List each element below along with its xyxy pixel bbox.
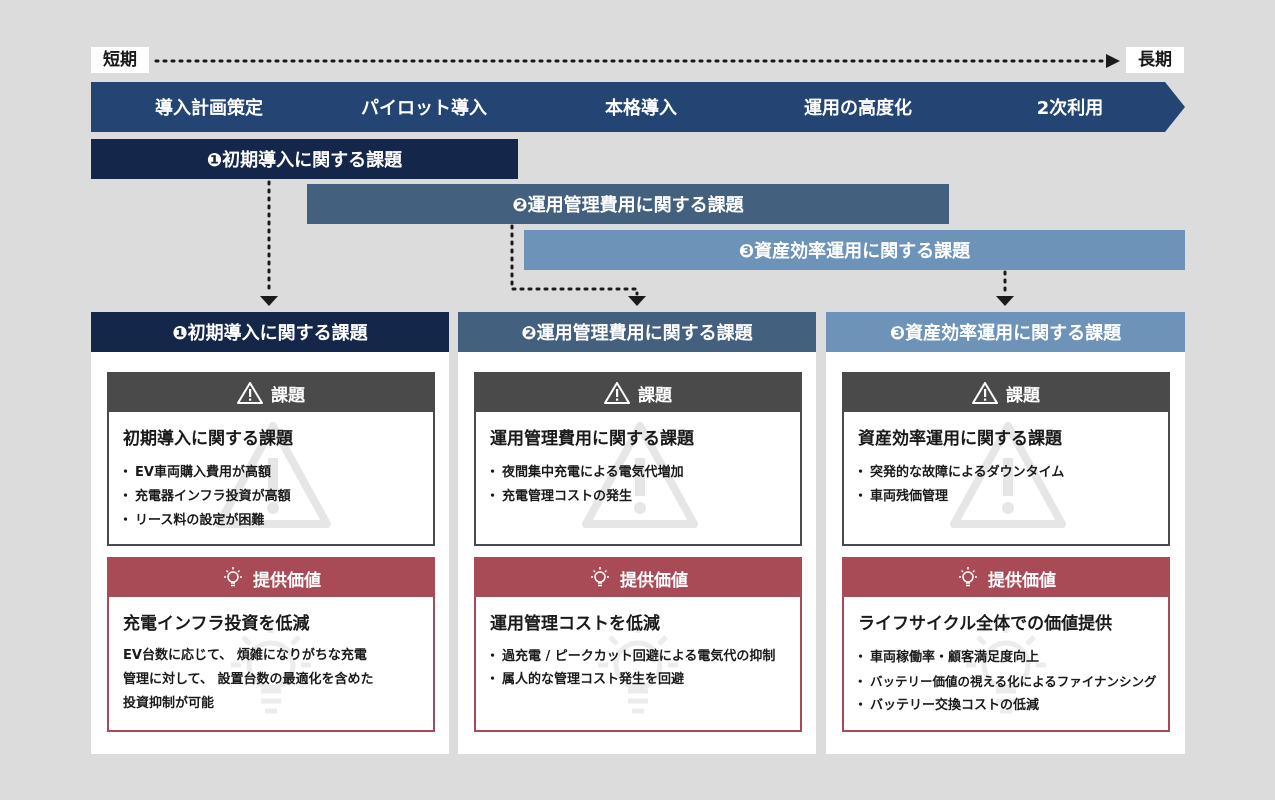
challenge-bar-3: ❸資産効率運用に関する課題 [524,230,1185,270]
value-description: EV台数に応じて、 煩雑になりがちな充電 管理に対して、 設置台数の最適化を含め… [123,644,419,716]
issue-title: 資産効率運用に関する課題 [858,429,1062,449]
value-text-line: 投資抑制が可能 [123,696,215,711]
issue-title: 運用管理費用に関する課題 [490,429,694,449]
column-3-issue-box: 課題 資産効率運用に関する課題 突発的な故障によるダウンタイム 車両残価管理 [842,372,1170,546]
lightbulb-icon [591,567,609,587]
lightbulb-icon [959,567,977,587]
list-item: 車両稼働率・顧客満足度向上 [854,646,1168,670]
phase-2: パイロット導入 [305,82,543,132]
timeline-end-label: 長期 [1126,47,1184,73]
issue-list: EV車両購入費用が高額 充電器インフラ投資が高額 リース料の設定が困難 [119,461,433,533]
value-header: 提供価値 [476,559,800,597]
list-item: バッテリー交換コストの低減 [854,694,1168,718]
lightbulb-icon [231,623,311,714]
value-title: 運用管理コストを低減 [490,614,660,634]
issue-label: 課題 [638,385,672,406]
issue-label: 課題 [1006,385,1040,406]
column-1-issue-box: 課題 初期導入に関する課題 EV車両購入費用が高額 充電器インフラ投資が高額 リ… [107,372,435,546]
issue-list: 突発的な故障によるダウンタイム 車両残価管理 [854,461,1168,509]
column-3-value-box: 提供価値 ライフサイクル全体での価値提供 車両稼働率・顧客満足度向上 バッテリー… [842,557,1170,732]
warning-icon [237,382,263,404]
value-label: 提供価値 [620,570,688,591]
value-list: 車両稼働率・顧客満足度向上 バッテリー価値の視える化によるファイナンシング バッ… [854,646,1168,718]
list-item: 充電管理コストの発生 [486,485,800,509]
value-header: 提供価値 [109,559,433,597]
list-item: EV車両購入費用が高額 [119,461,433,485]
value-text-line: 管理に対して、 設置台数の最適化を含めた [123,672,374,687]
value-label: 提供価値 [988,570,1056,591]
phase-2-label: パイロット導入 [361,98,487,119]
list-item: バッテリー価値の視える化によるファイナンシング [854,670,1168,694]
value-list: 過充電 / ピークカット回避による電気代の抑制 属人的な管理コスト発生を回避 [486,646,786,692]
phase-3-label: 本格導入 [605,98,677,119]
list-item: 属人的な管理コスト発生を回避 [486,668,786,692]
value-title: ライフサイクル全体での価値提供 [858,614,1113,634]
arrow-down-icon [996,270,1014,306]
issue-title: 初期導入に関する課題 [123,429,293,449]
issue-header: 課題 [844,374,1168,412]
warning-icon [604,382,630,404]
issue-label: 課題 [271,385,305,406]
phase-5: 2次利用 [955,82,1185,132]
value-header: 提供価値 [844,559,1168,597]
value-label: 提供価値 [253,570,321,591]
arrow-down-icon [510,224,646,306]
list-item: 過充電 / ピークカット回避による電気代の抑制 [486,646,786,668]
phase-1-label: 導入計画策定 [155,98,263,119]
arrow-down-icon [260,180,278,306]
challenge-bar-1: ❶初期導入に関する課題 [91,139,518,179]
list-item: リース料の設定が困難 [119,509,433,533]
column-2-issue-box: 課題 運用管理費用に関する課題 夜間集中充電による電気代増加 充電管理コストの発… [474,372,802,546]
phase-5-label: 2次利用 [1036,98,1104,119]
phase-4-label: 運用の高度化 [804,98,912,119]
timeline-arrow [154,54,1120,68]
lightbulb-icon [224,567,242,587]
phase-3: 本格導入 [522,82,760,132]
value-title: 充電インフラ投資を低減 [123,614,310,634]
column-2-value-box: 提供価値 運用管理コストを低減 過充電 / ピークカット回避による電気代の抑制 … [474,557,802,732]
issue-header: 課題 [109,374,433,412]
issue-list: 夜間集中充電による電気代増加 充電管理コストの発生 [486,461,800,509]
warning-icon [972,382,998,404]
column-3-header: ❸資産効率運用に関する課題 [826,312,1185,352]
column-1-header: ❶初期導入に関する課題 [91,312,449,352]
column-1-value-box: 提供価値 充電インフラ投資を低減 EV台数に応じて、 煩雑になりがちな充電 管理… [107,557,435,732]
timeline-start-label: 短期 [91,47,149,73]
issue-header: 課題 [476,374,800,412]
phase-4: 運用の高度化 [739,82,977,132]
list-item: 夜間集中充電による電気代増加 [486,461,800,485]
column-2-header: ❷運用管理費用に関する課題 [458,312,816,352]
list-item: 車両残価管理 [854,485,1168,509]
challenge-bar-2: ❷運用管理費用に関する課題 [307,184,949,224]
list-item: 充電器インフラ投資が高額 [119,485,433,509]
list-item: 突発的な故障によるダウンタイム [854,461,1168,485]
value-text-line: EV台数に応じて、 煩雑になりがちな充電 [123,648,367,663]
phase-1: 導入計画策定 [91,82,327,132]
connector-arrows [260,180,1014,306]
